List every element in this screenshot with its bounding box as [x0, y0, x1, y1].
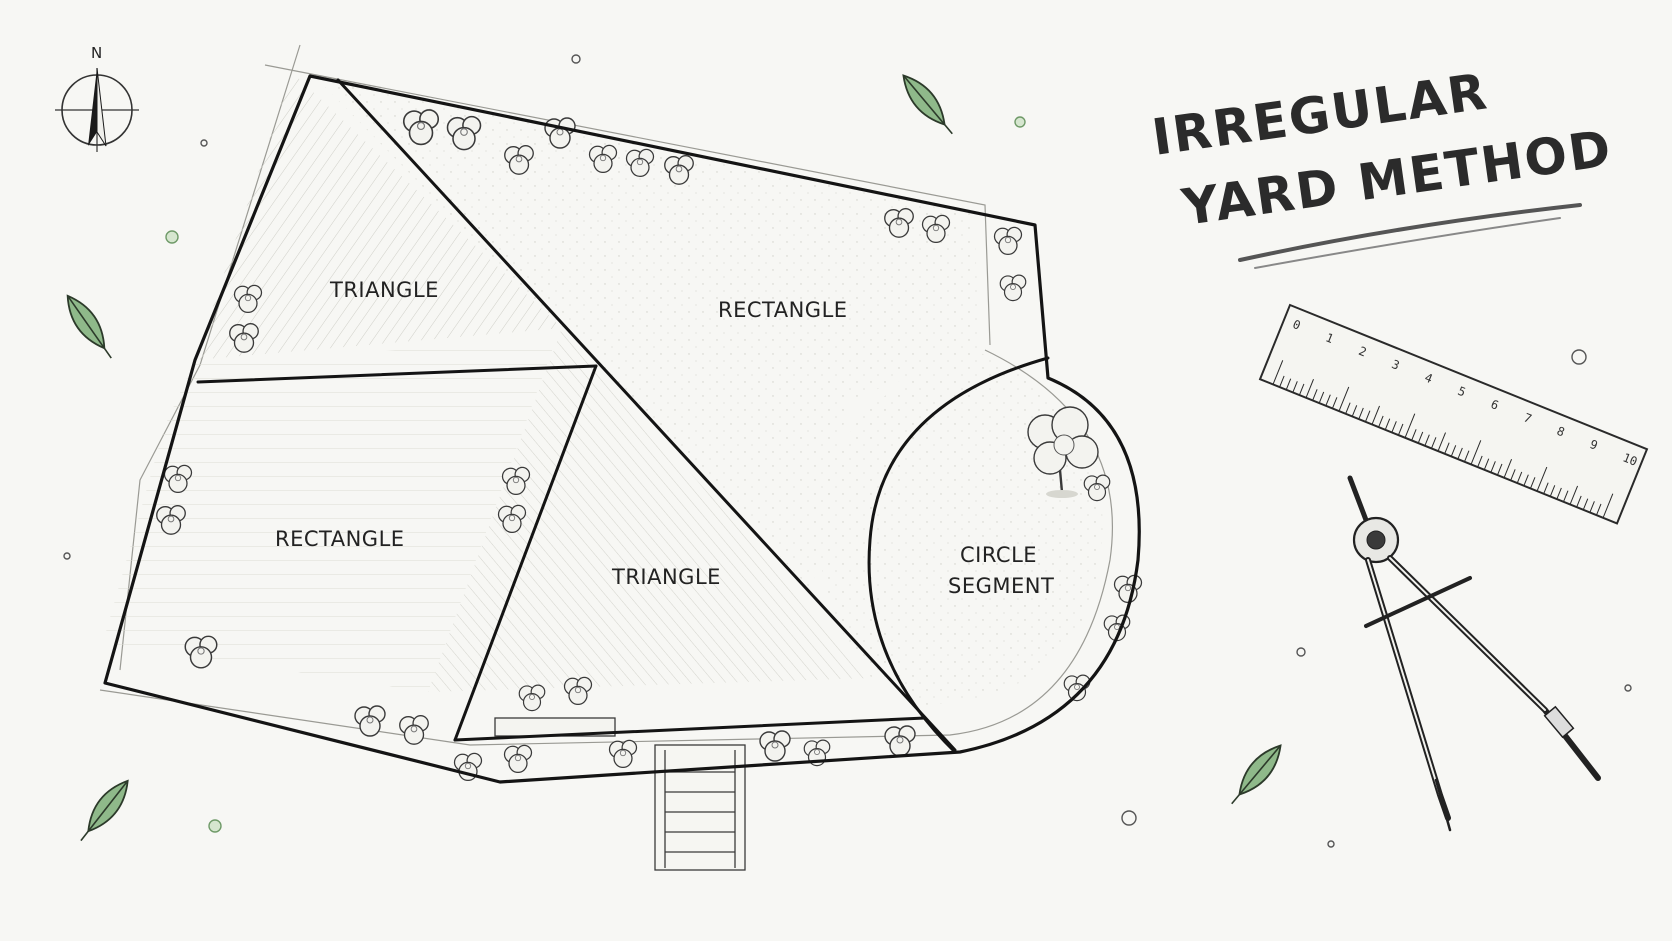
yard-boundary: [103, 74, 1141, 784]
ruler-tick-label: 1: [1324, 330, 1336, 346]
region-triangle-center: [428, 328, 872, 692]
tree-icon: [1027, 406, 1099, 498]
ruler-tick-label: 4: [1423, 370, 1435, 386]
leaf-icon: [902, 74, 953, 135]
ruler-tick-label: 7: [1522, 410, 1534, 426]
title-block: IRREGULAR YARD METHOD: [1149, 62, 1616, 269]
entry-steps: [654, 744, 746, 871]
compass-north-label: N: [91, 44, 102, 62]
ruler-tick-label: 6: [1489, 397, 1501, 413]
region-triangle-top-left: [195, 72, 562, 360]
region-dividers: [196, 78, 1050, 754]
region-rectangle-top: [318, 80, 978, 590]
ruler-tick-label: 5: [1456, 384, 1468, 400]
ruler-icon: 0 1 2 3 4 5 6 7 8 9 10: [1258, 303, 1649, 525]
leaf-icon: [66, 294, 112, 359]
label-triangle-center: TRIANGLE: [611, 565, 721, 589]
region-circle-segment: [818, 352, 1103, 705]
leaf-icon: [1231, 744, 1282, 805]
label-rectangle-top: RECTANGLE: [718, 298, 848, 322]
label-rectangle-left: RECTANGLE: [275, 527, 405, 551]
title-underline: [1238, 203, 1582, 262]
drafting-compass-icon: [1347, 475, 1601, 832]
label-triangle-top-left: TRIANGLE: [329, 278, 439, 302]
ruler-tick-label: 8: [1555, 424, 1567, 440]
ruler-tick-label: 10: [1621, 450, 1640, 468]
decorative-dots: [63, 54, 1632, 848]
label-circle-segment-2: SEGMENT: [948, 574, 1054, 598]
ruler-tick-label: 9: [1588, 437, 1600, 453]
leaf-icon: [80, 779, 129, 842]
compass-rose-icon: [55, 67, 139, 152]
ruler-tick-label: 3: [1390, 357, 1402, 373]
region-rectangle-left: [103, 342, 555, 692]
ruler-tick-label: 2: [1357, 344, 1369, 360]
label-circle-segment-1: CIRCLE: [960, 543, 1037, 567]
ruler-tick-label: 0: [1291, 317, 1303, 333]
